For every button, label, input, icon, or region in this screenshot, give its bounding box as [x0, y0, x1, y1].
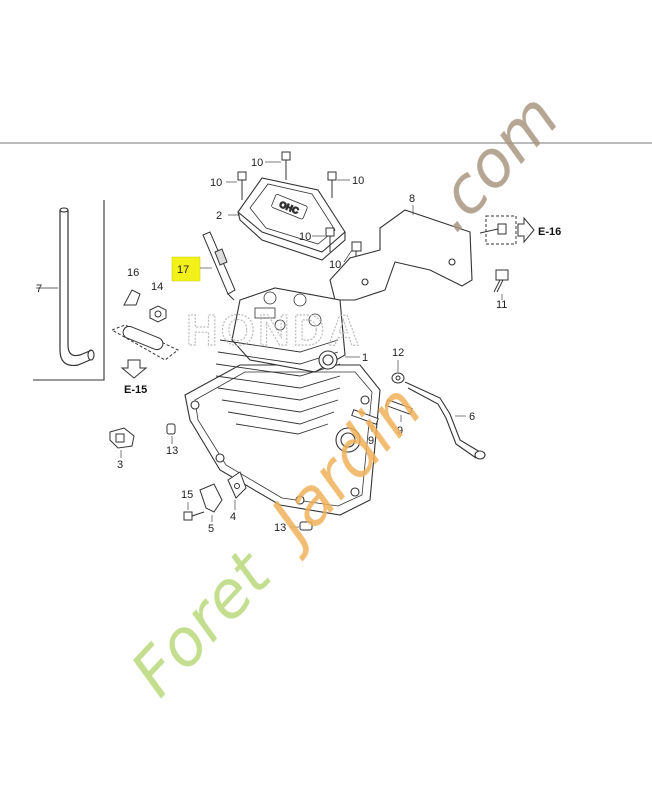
bolt-icon	[327, 171, 337, 198]
cap-3	[109, 427, 135, 449]
honda-emboss: HONDA	[186, 306, 362, 355]
bracket-5	[199, 483, 223, 513]
ref-e15-group	[110, 324, 179, 379]
callout-10: 10	[299, 231, 311, 243]
watermark-part-a: Foret	[118, 536, 288, 711]
washer-12	[391, 372, 405, 384]
bolt-icon	[237, 171, 247, 200]
callout-16: 16	[127, 267, 139, 279]
callout-11: 11	[496, 299, 507, 311]
callout-15: 15	[181, 489, 193, 501]
valve-cover: OHC	[237, 177, 346, 261]
bolt-icon	[281, 151, 291, 180]
ref-e16: E-16	[538, 226, 561, 238]
pin-13b	[299, 521, 313, 531]
callout-10: 10	[352, 175, 364, 187]
callout-10: 10	[251, 157, 263, 169]
callout-12: 12	[392, 347, 404, 359]
callout-17: 17	[177, 264, 189, 276]
bolt-group-10	[237, 151, 362, 262]
callout-3: 3	[117, 459, 123, 471]
breather-hose	[59, 210, 91, 367]
highlight-17-box	[171, 256, 201, 282]
ref-e15: E-15	[124, 384, 147, 396]
callout-2: 2	[216, 210, 222, 222]
callout-13: 13	[274, 522, 286, 534]
callout-10: 10	[210, 177, 222, 189]
stud-9a	[351, 409, 379, 425]
callout-9: 9	[368, 435, 374, 447]
plate-4	[227, 471, 247, 499]
screw-icon	[479, 223, 507, 235]
callout-9: 9	[397, 425, 403, 437]
screw-15	[183, 511, 205, 521]
lever-6	[404, 381, 486, 460]
callout-14: 14	[151, 281, 163, 293]
clip-16	[123, 289, 141, 306]
callout-7: 7	[36, 283, 42, 295]
callout-4: 4	[230, 511, 236, 523]
callout-10: 10	[329, 259, 341, 271]
exhaust-bracket	[329, 209, 473, 301]
callout-1: 1	[362, 352, 368, 364]
screw-11	[493, 269, 509, 293]
callout-6: 6	[469, 411, 475, 423]
callout-13: 13	[166, 445, 178, 457]
nut-14	[149, 305, 167, 323]
stud-9b	[385, 399, 413, 415]
bolt-icon	[325, 227, 335, 252]
hose-frame-bracket	[33, 200, 105, 381]
callout-5: 5	[208, 523, 214, 535]
callout-8: 8	[409, 193, 415, 205]
breather-hose-group	[33, 200, 105, 381]
spark-plug	[202, 231, 236, 301]
ref-e16-group	[479, 215, 535, 245]
pin-13a	[166, 423, 176, 435]
